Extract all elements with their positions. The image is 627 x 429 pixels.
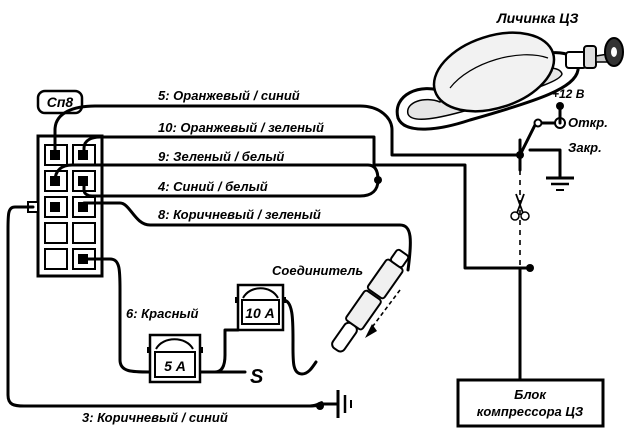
connector-id-box (36, 89, 84, 115)
junction-dot (316, 402, 324, 410)
connector-sp8: Сп8 (27, 89, 104, 278)
lock-cylinder-label: Личинка ЦЗ (496, 10, 578, 26)
plus12v-label: +12 В (552, 87, 585, 101)
wire-9 (53, 163, 380, 183)
connector-label: Соединитель (272, 263, 363, 278)
fuse-5-label: 5 А (164, 358, 186, 374)
wire-fuse10-out (281, 298, 318, 376)
compressor-box (456, 378, 605, 428)
wire-5 (53, 104, 522, 157)
door-handle-icon (395, 31, 580, 131)
wire-3-label: 3: Коричневый / синий (82, 410, 228, 425)
switch-s-label: S (250, 366, 264, 388)
wire-9-label: 9: Зеленый / белый (158, 149, 284, 164)
fuse-5a: 5 А (147, 333, 203, 384)
wire-8-label: 8: Коричневый / зеленый (158, 207, 321, 222)
fuse-10-label: 10 А (245, 305, 275, 321)
close-label: Закр. (568, 140, 602, 155)
wire-8 (82, 201, 412, 272)
connector-arrowhead-icon (365, 324, 377, 338)
scissors-icon (510, 193, 530, 221)
compressor-label-2: компрессора ЦЗ (477, 404, 584, 419)
wire-lock-common (518, 123, 537, 157)
connector-plug-icon (331, 248, 410, 353)
connector-arrow (369, 289, 401, 331)
open-label: Откр. (568, 115, 608, 130)
wire-4-label: 4: Синий / белый (157, 179, 268, 194)
compressor-label-1: Блок (514, 387, 547, 402)
key-icon (595, 37, 624, 67)
wire-6-label: 6: Красный (126, 306, 199, 321)
wire-5-label: 5: Оранжевый / синий (158, 88, 300, 103)
wire-fuse-link (198, 328, 240, 374)
switch-contact-icon (533, 118, 543, 128)
lock-cylinder-icon (565, 45, 597, 69)
junction-dot (374, 176, 382, 184)
wire-10 (82, 135, 532, 270)
wire-4 (82, 178, 380, 198)
wire-switch-close (528, 148, 562, 180)
fuse-10a: 10 А (235, 283, 286, 332)
connector-id-label: Сп8 (47, 94, 74, 110)
junction-dot (526, 264, 534, 272)
wire-6 (82, 257, 152, 374)
ground-icon (546, 176, 574, 191)
wire-10-label: 10: Оранжевый / зеленый (158, 120, 324, 135)
junction-dot (516, 151, 524, 159)
ground-bottom-icon (336, 390, 352, 418)
